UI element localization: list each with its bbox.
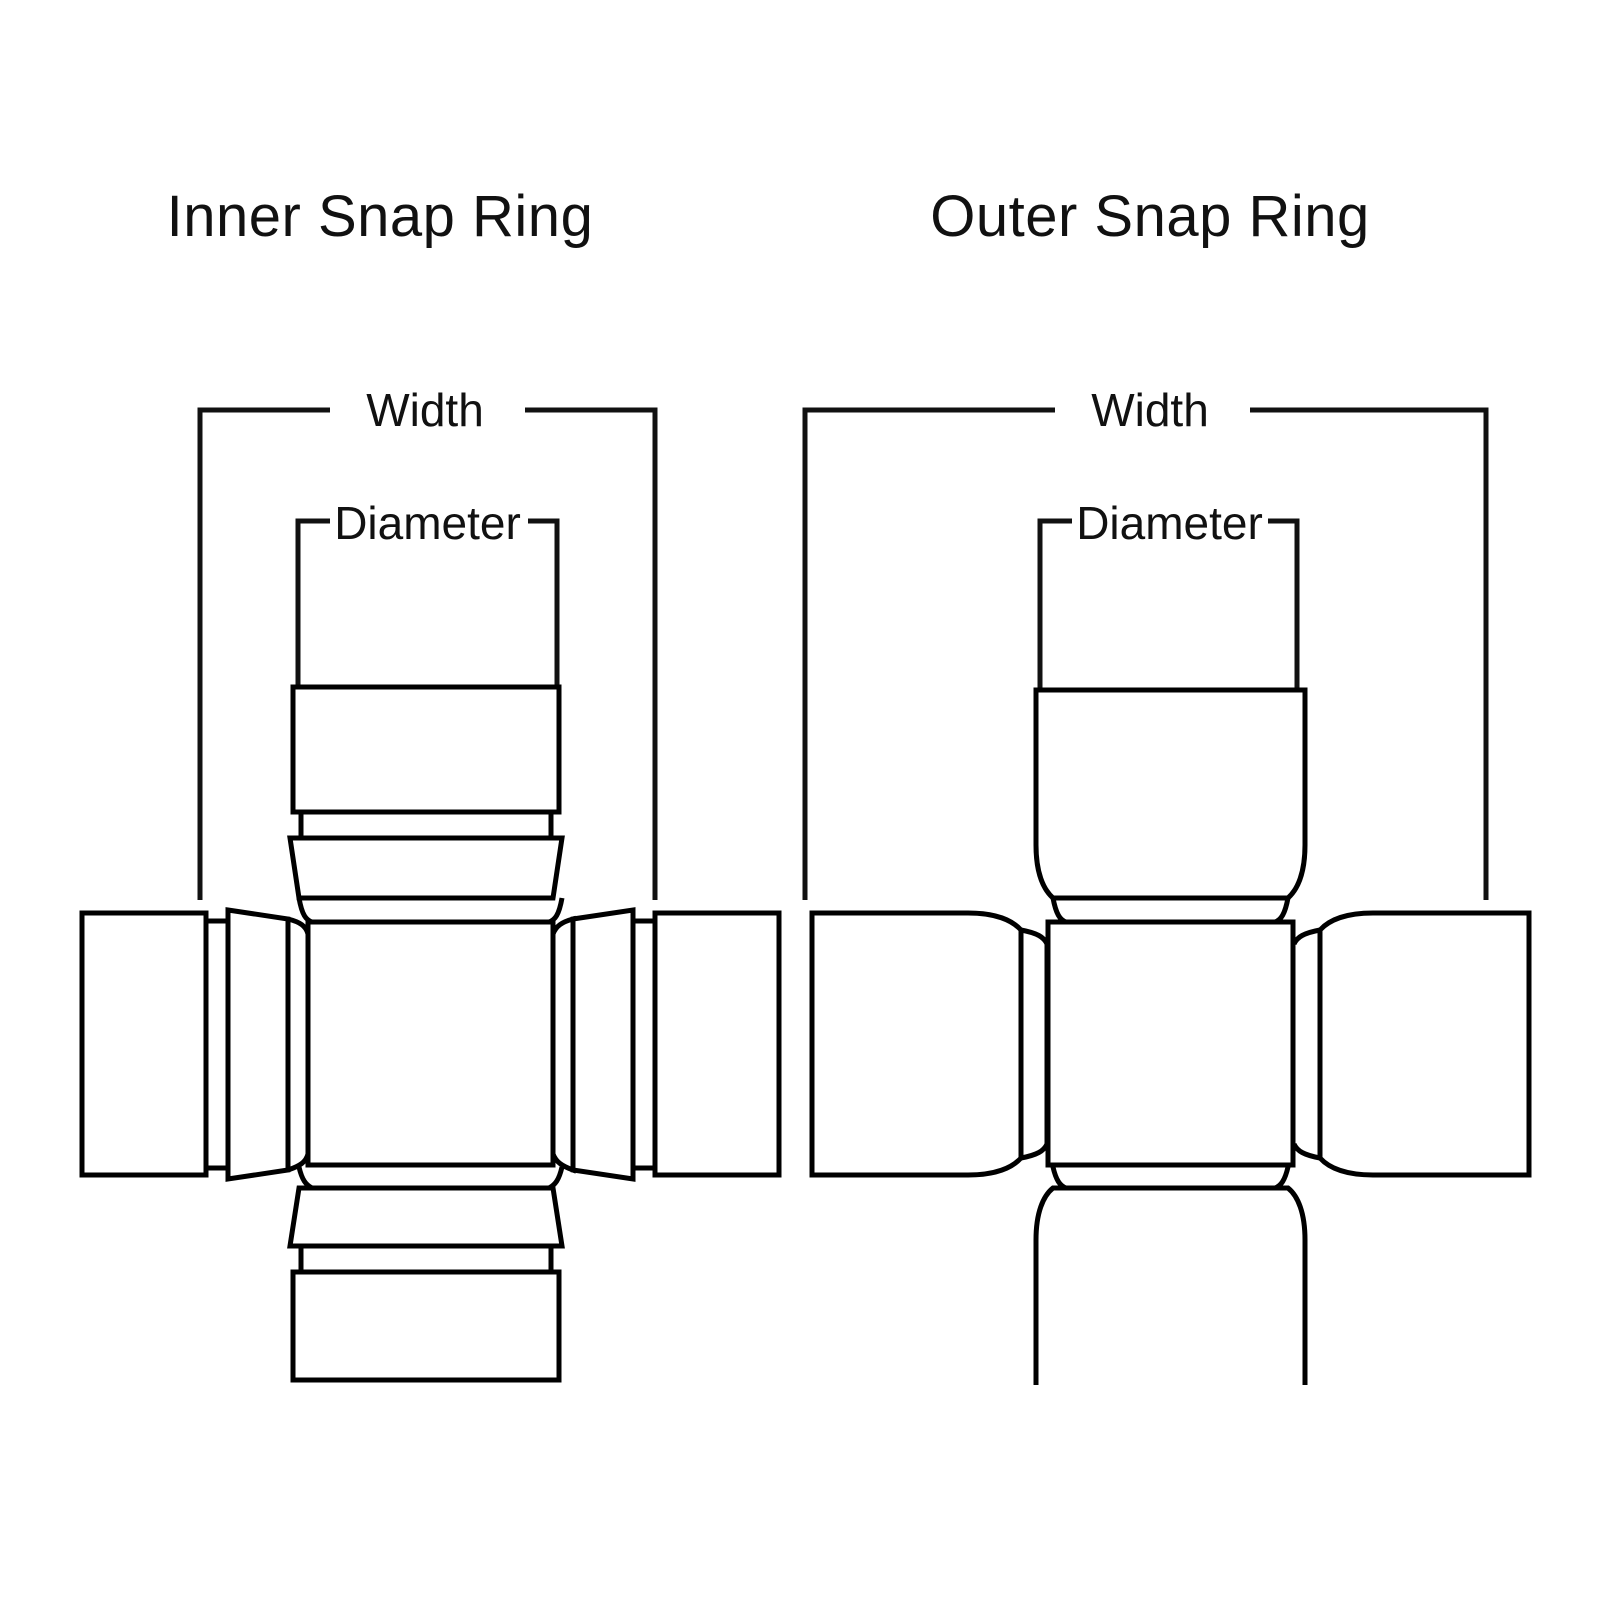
outer-cap-top: [1033, 687, 1308, 925]
outer-cap-bottom: [1033, 1166, 1308, 1385]
inner-cap-top: [287, 684, 565, 925]
inner-cap-right: [550, 907, 782, 1182]
inner-cap-left: [79, 907, 311, 1182]
outer-cross-body: [1045, 919, 1296, 1168]
outer-width-dimension-bracket: [802, 407, 1489, 900]
outer-cap-left: [809, 910, 1050, 1178]
inner-cap-bottom: [287, 1166, 565, 1383]
panel-title-inner-snap-ring: Inner Snap Ring: [166, 184, 594, 249]
dimension-label-width-inner: Width: [366, 384, 484, 436]
outer-snap-ring-drawing: [802, 407, 1532, 1385]
panel-title-outer-snap-ring: Outer Snap Ring: [930, 184, 1370, 249]
inner-cross-body: [305, 919, 556, 1168]
dimension-label-diameter-inner: Diameter: [334, 497, 521, 549]
outer-diameter-dimension-bracket: [1037, 518, 1300, 690]
dimension-label-diameter-outer: Diameter: [1076, 497, 1263, 549]
outer-cap-right: [1291, 910, 1532, 1178]
inner-width-dimension-bracket: [197, 407, 658, 900]
dimension-label-width-outer: Width: [1091, 384, 1209, 436]
inner-snap-ring-drawing: [79, 407, 782, 1383]
inner-diameter-dimension-bracket: [295, 518, 560, 687]
